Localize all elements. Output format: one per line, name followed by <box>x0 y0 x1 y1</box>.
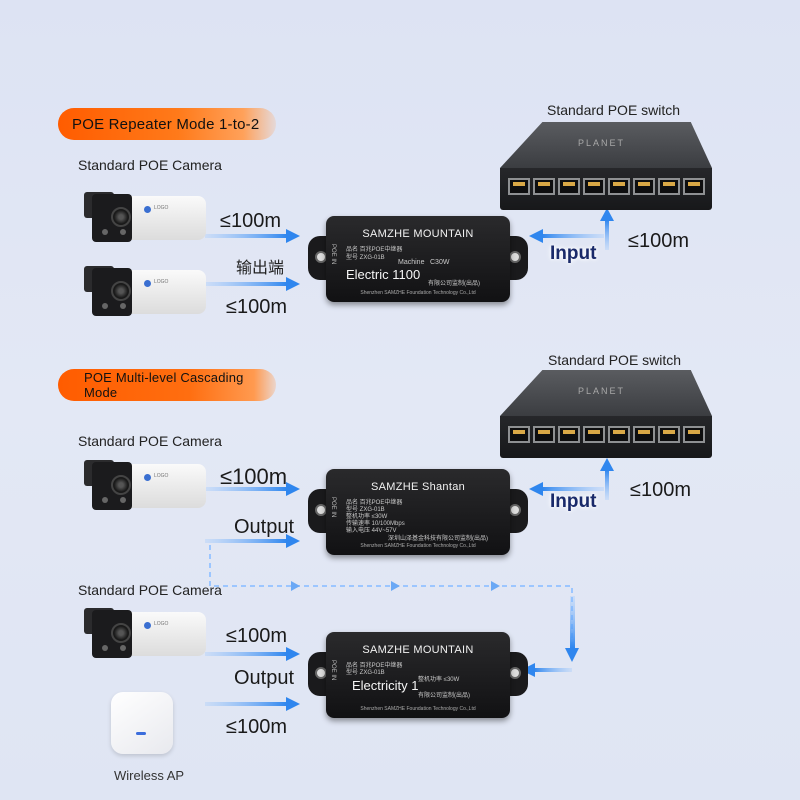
input-label: Input <box>550 243 597 264</box>
camera-label: Standard POE Camera <box>78 582 222 598</box>
arrow-left-icon <box>529 229 604 243</box>
camera-icon: LOGO <box>84 266 206 328</box>
wireless-ap-label: Wireless AP <box>114 768 185 783</box>
arrow-right-icon <box>205 647 300 661</box>
repeater-brand: SAMZHE Shantan <box>370 481 466 493</box>
mode-badge-cascading: POE Multi-level Cascading Mode <box>58 369 276 401</box>
arrow-right-icon <box>205 482 300 496</box>
arrow-left-icon <box>529 482 604 496</box>
arrow-right-icon <box>205 697 300 711</box>
input-label: Input <box>550 491 597 512</box>
distance-label: ≤100m <box>226 625 288 647</box>
poe-switch-icon: PLANET <box>500 122 712 210</box>
switch-label: Standard POE switch <box>548 352 682 368</box>
arrow-right-icon <box>205 534 300 548</box>
repeater-overlay-text: Electricity 1 <box>352 678 419 693</box>
camera-icon: LOGO <box>84 192 206 254</box>
repeater-brand: SAMZHE MOUNTAIN <box>362 228 474 240</box>
poe-repeater-icon: POE IN SAMZHE MOUNTAIN 品名 百兆POE中继器 型号 ZX… <box>308 630 528 720</box>
distance-label: ≤100m <box>226 716 288 738</box>
arrow-up-icon <box>600 458 614 500</box>
wireless-ap-icon <box>111 692 173 754</box>
poe-repeater-icon: POE IN SAMZHE Shantan 品名 百兆POE中继器 型号 ZXG… <box>308 467 528 557</box>
arrow-up-icon <box>600 208 614 250</box>
cascade-link <box>209 545 579 677</box>
camera-icon: LOGO <box>84 608 206 670</box>
switch-label: Standard POE switch <box>547 102 681 118</box>
camera-label: Standard POE Camera <box>78 433 222 449</box>
mode-badge-label: POE Multi-level Cascading Mode <box>84 370 244 400</box>
repeater-overlay-text: Electric 1100 <box>346 267 421 282</box>
distance-label: ≤100m <box>220 210 282 232</box>
distance-label: ≤100m <box>628 230 690 252</box>
arrow-right-icon <box>205 277 300 291</box>
camera-icon: LOGO <box>84 460 206 522</box>
poe-repeater-icon: POE IN SAMZHE MOUNTAIN 品名 百兆POE中继器 型号 ZX… <box>308 214 528 304</box>
mode-badge-label: POE Repeater Mode 1-to-2 <box>72 115 260 133</box>
poe-switch-icon: PLANET <box>500 370 712 458</box>
mode-badge-repeater: POE Repeater Mode 1-to-2 <box>58 108 276 140</box>
repeater-brand: SAMZHE MOUNTAIN <box>362 644 474 656</box>
arrow-right-icon <box>205 229 300 243</box>
output-label: Output <box>234 667 295 689</box>
output-label: Output <box>234 516 295 538</box>
distance-label: ≤100m <box>220 464 288 489</box>
distance-label: ≤100m <box>226 296 288 318</box>
distance-label: ≤100m <box>630 479 692 501</box>
output-port-label: 输出端 <box>236 260 285 277</box>
camera-label: Standard POE Camera <box>78 157 222 173</box>
